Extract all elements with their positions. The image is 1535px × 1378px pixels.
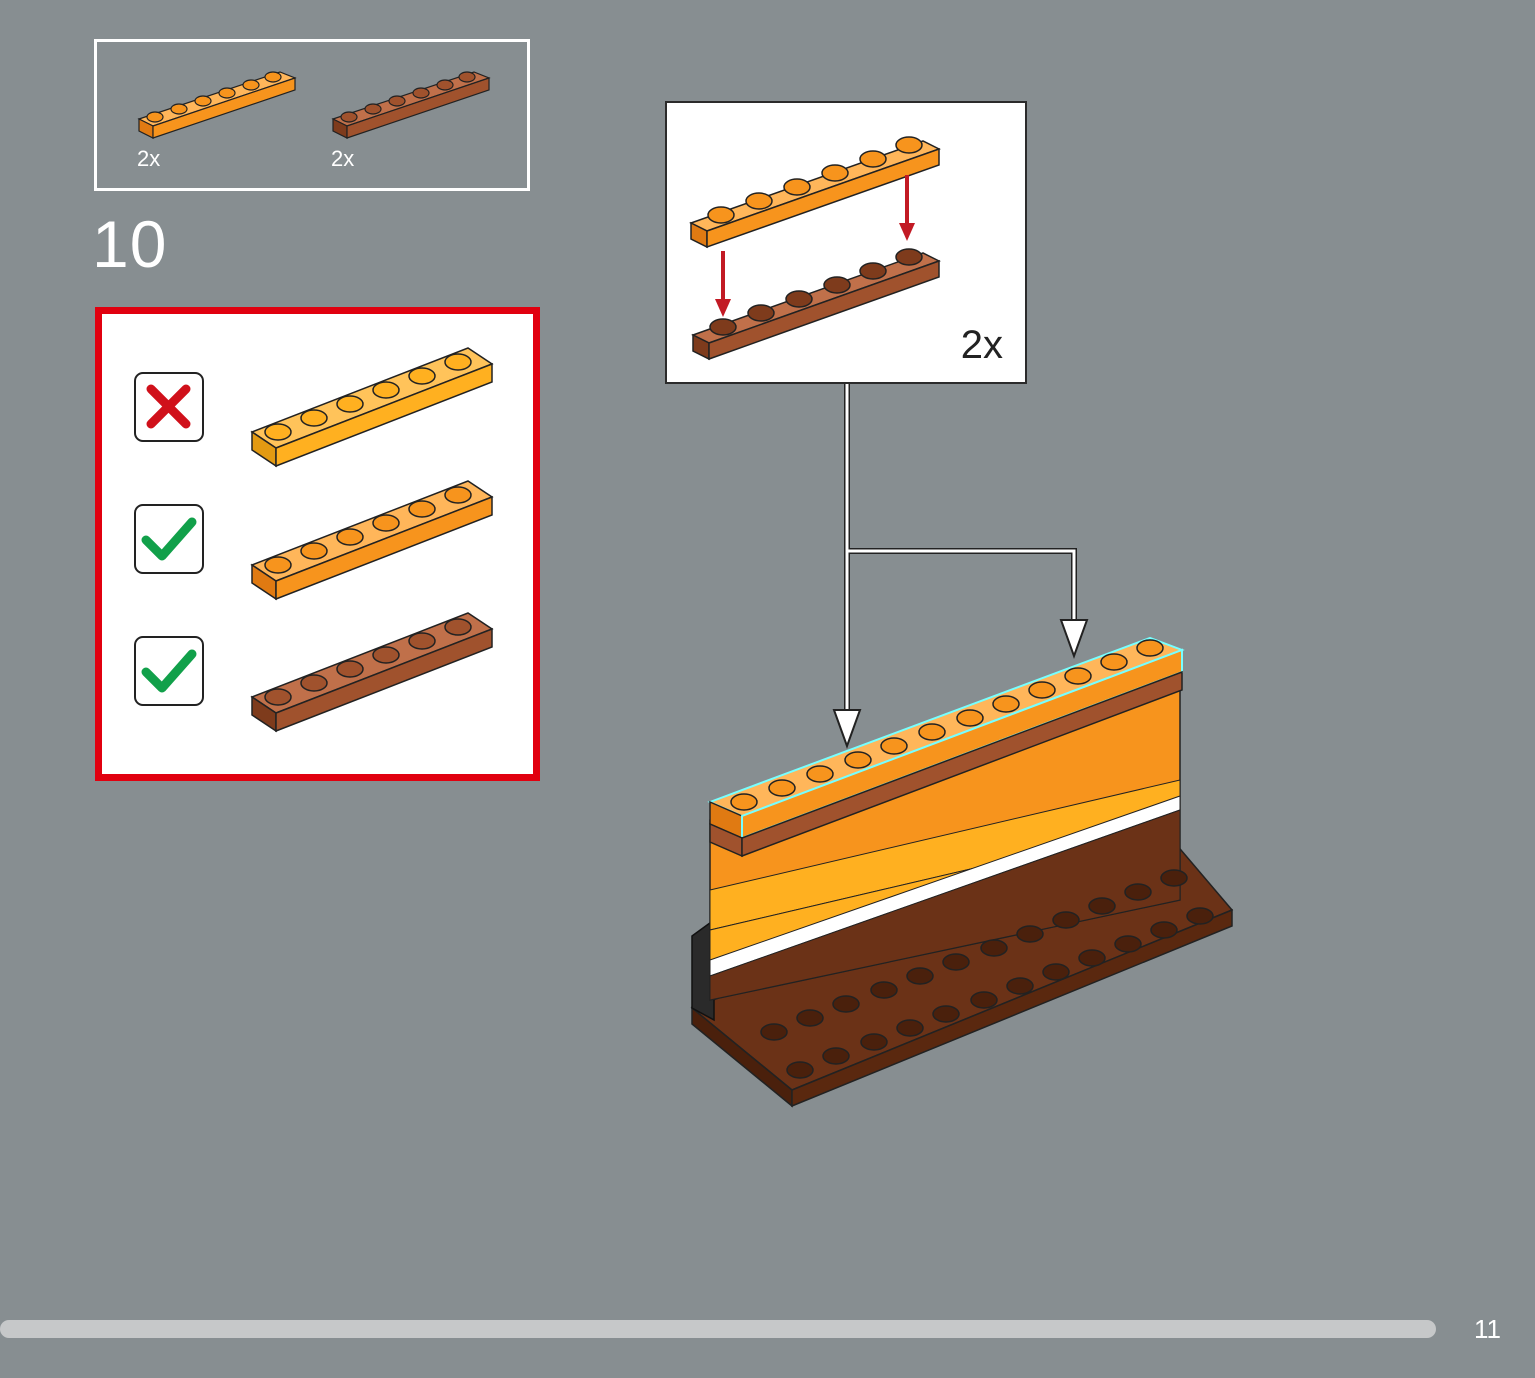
red-arrow-icon — [715, 175, 915, 317]
orange-plate-icon — [250, 480, 494, 601]
wrong-checkbox — [134, 372, 204, 442]
brown-plate-quantity: 2x — [331, 146, 355, 171]
page-number: 11 — [1474, 1314, 1501, 1344]
color-guide-panel — [95, 307, 540, 781]
model-assembly — [690, 636, 1234, 1108]
sub-assembly-callout: 2x — [665, 101, 1027, 384]
red-cross-icon — [146, 384, 191, 429]
parts-list-box: 2x 2x — [94, 39, 530, 191]
orange-plate-icon — [137, 71, 297, 139]
correct-checkbox — [134, 504, 204, 574]
orange-plate-quantity: 2x — [137, 146, 161, 171]
correct-checkbox-brown — [134, 636, 204, 706]
sub-assembly-diagram — [689, 136, 941, 361]
progress-bar — [0, 1320, 1436, 1338]
step-number: 10 — [92, 207, 168, 281]
green-check-icon — [141, 517, 197, 561]
green-check-icon — [141, 649, 197, 693]
callout-quantity: 2x — [960, 323, 1003, 367]
brown-plate-icon — [331, 71, 491, 139]
brown-plate-icon — [250, 612, 494, 733]
bright-orange-plate-icon — [250, 347, 494, 468]
